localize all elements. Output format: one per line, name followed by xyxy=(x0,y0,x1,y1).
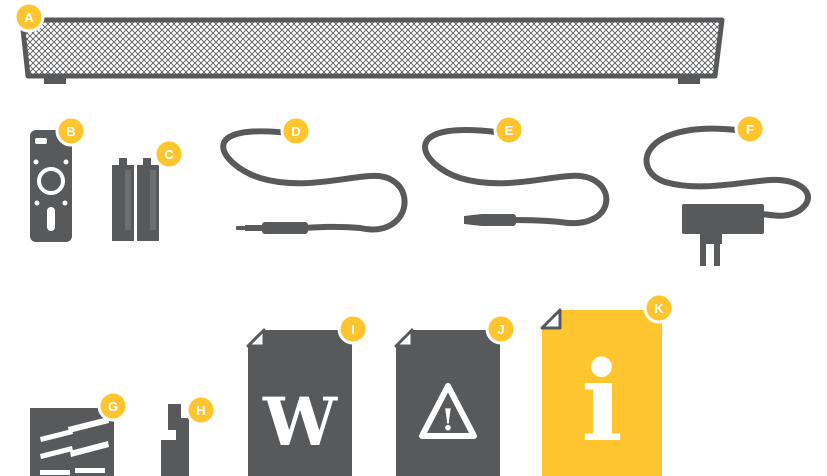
badge-label: G xyxy=(108,399,118,414)
badge-label: J xyxy=(497,322,504,337)
screws-anchors-icon xyxy=(30,408,114,476)
info-document-glyph: i xyxy=(581,337,623,466)
item-badge-f: F xyxy=(736,115,764,143)
power-adapter-icon xyxy=(647,129,809,266)
item-badge-c: C xyxy=(155,140,183,168)
soundbar-icon xyxy=(22,20,722,84)
badge-label: K xyxy=(654,301,664,316)
item-badge-d: D xyxy=(282,117,310,145)
badge-label: H xyxy=(196,403,205,418)
optical-cable-icon xyxy=(425,130,606,226)
badge-label: F xyxy=(746,122,754,137)
warranty-document-icon: W xyxy=(248,330,352,476)
item-badge-k: K xyxy=(645,294,673,322)
item-badge-h: H xyxy=(187,396,215,424)
badge-label: B xyxy=(66,124,75,139)
badge-label: C xyxy=(164,147,174,162)
item-badge-j: J xyxy=(487,315,515,343)
warranty-document-glyph: W xyxy=(262,383,338,461)
badge-label: E xyxy=(505,123,514,138)
item-badge-i: I xyxy=(339,315,367,343)
item-badge-a: A xyxy=(15,3,43,31)
safety-document-icon: ! xyxy=(396,330,500,476)
badge-label: D xyxy=(291,124,300,139)
bracket-icon xyxy=(161,404,189,476)
badge-label: A xyxy=(24,10,34,25)
item-badge-g: G xyxy=(99,392,127,420)
item-badge-b: B xyxy=(57,117,85,145)
batteries-icon xyxy=(112,158,159,241)
info-document-icon: i xyxy=(542,310,662,476)
item-badge-e: E xyxy=(495,116,523,144)
safety-document-glyph: ! xyxy=(441,403,454,438)
badge-label: I xyxy=(351,322,355,337)
remote-control-icon xyxy=(30,130,72,242)
audio-cable-icon xyxy=(223,131,404,234)
